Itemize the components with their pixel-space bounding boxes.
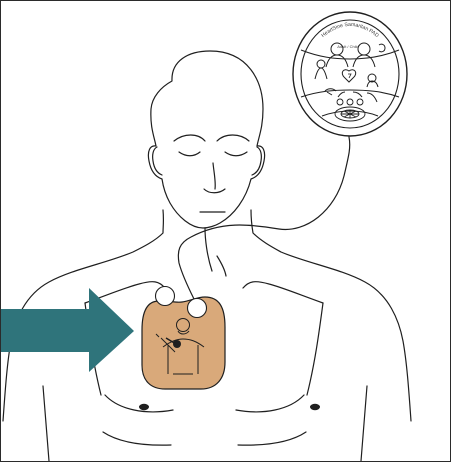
chest-markers — [139, 404, 320, 410]
right-nipple-marker — [310, 404, 320, 410]
device-small-label: Adult / Child — [337, 44, 359, 49]
defibrillator-device: HeartSine Samaritan PAD Adult / Child — [293, 12, 407, 136]
left-nipple-marker — [139, 404, 149, 410]
defib-pad-icon — [142, 287, 225, 390]
device-button-cluster — [337, 99, 363, 105]
arrow-right-icon — [1, 288, 134, 372]
